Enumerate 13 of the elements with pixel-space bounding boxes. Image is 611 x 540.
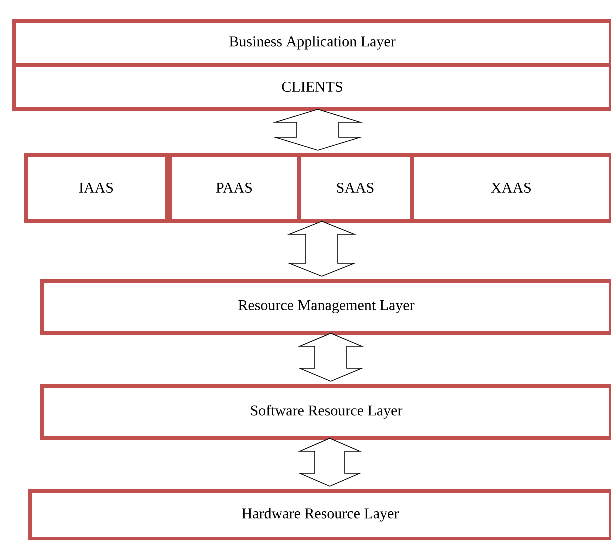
double-arrow xyxy=(298,438,362,487)
layer-box: XAAS xyxy=(410,153,611,223)
layer-box: IAAS xyxy=(24,153,169,223)
double-arrow xyxy=(287,221,357,277)
layer-box: Hardware Resource Layer xyxy=(28,489,611,540)
layer-box: SAAS xyxy=(297,153,414,223)
double-arrow xyxy=(298,333,364,382)
layer-box: CLIENTS xyxy=(12,63,611,111)
layer-box: Software Resource Layer xyxy=(40,384,611,440)
layer-box: Business Application Layer xyxy=(12,19,611,67)
layer-box: PAAS xyxy=(168,153,301,223)
layer-box: Resource Management Layer xyxy=(40,279,611,335)
double-arrow xyxy=(272,109,364,151)
